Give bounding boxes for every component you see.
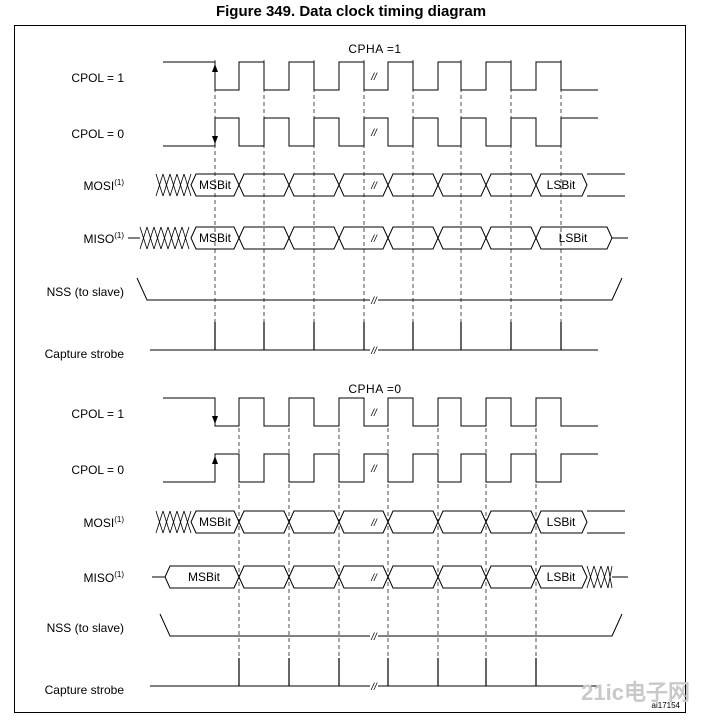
mosi-break-gap [370,515,378,529]
miso-label-text: MISO [84,232,115,246]
miso-break-gap [370,231,378,245]
miso-break-symbol: // [370,573,378,584]
cpol-0-clock-edge-arrow [212,456,218,464]
cpol-0-clock-waveform [163,117,598,147]
cpha-label: CPHA =1 [348,42,401,56]
miso-label-superscript: (1) [114,231,124,240]
mosi-label: MOSI(1) [84,515,125,530]
cpol-0-label: CPOL = 0 [71,463,124,477]
mosi-msbit-label: MSBit [199,515,232,529]
nss-break-gap [370,293,378,307]
figure-title: Figure 349. Data clock timing diagram [215,3,487,20]
mosi-break-symbol: // [370,518,378,529]
nss-label: NSS (to slave) [47,621,124,635]
cpol-0-label-text: CPOL = 0 [71,463,124,477]
mosi-break-symbol: // [370,181,378,192]
cpol-1-clock-break-gap [370,405,378,419]
cpol-1-label-text: CPOL = 1 [71,407,124,421]
mosi-undefined-hatch [155,173,192,197]
miso-undefined-hatch-tail [586,565,613,589]
nss-break-gap [370,629,378,643]
mosi-lsbit-label: LSBit [547,178,576,192]
cpol-0-clock-break-gap [370,125,378,139]
nss-label: NSS (to slave) [47,285,124,299]
nss-waveform [159,613,623,637]
miso-bus [190,226,613,250]
capture-strobe-label: Capture strobe [45,683,125,697]
mosi-msbit-label: MSBit [199,178,232,192]
mosi-lsbit-label: LSBit [547,515,576,529]
figure-reference-code: ai17154 [652,701,681,710]
miso-label: MISO(1) [84,570,125,585]
nss-break-symbol: // [370,296,378,307]
miso-label-text: MISO [84,571,115,585]
mosi-label: MOSI(1) [84,178,125,193]
nss-waveform [136,277,623,301]
cpol-0-clock-break-symbol: // [370,464,378,475]
miso-label: MISO(1) [84,231,125,246]
nss-break-symbol: // [370,632,378,643]
capture-strobe-break-symbol: // [370,346,378,357]
cpol-1-clock-break-gap [370,69,378,83]
mosi-label-superscript: (1) [114,178,124,187]
diagram-frame [14,25,686,713]
miso-label-superscript: (1) [114,570,124,579]
mosi-bus [190,173,625,197]
site-watermark: 21ic电子网 [581,680,690,705]
mosi-label-text: MOSI [84,179,115,193]
cpol-1-label-text: CPOL = 1 [71,71,124,85]
mosi-label-superscript: (1) [114,515,124,524]
capture-strobe-break-symbol: // [370,682,378,693]
cpol-1-clock-waveform [163,61,598,91]
cpol-0-label: CPOL = 0 [71,127,124,141]
cpha-label: CPHA =0 [348,382,401,396]
cpol-0-clock-break-gap [370,461,378,475]
mosi-label-text: MOSI [84,516,115,530]
miso-undefined-hatch [139,226,190,250]
capture-strobe-label-text: Capture strobe [45,683,125,697]
cpol-1-label: CPOL = 1 [71,407,124,421]
cpol-1-clock-edge-arrow [212,416,218,424]
capture-strobe-label-text: Capture strobe [45,347,125,361]
capture-strobe-break-gap [370,679,378,693]
cpol-0-clock-break-symbol: // [370,128,378,139]
mosi-break-gap [370,178,378,192]
capture-strobe-break-gap [370,343,378,357]
nss-label-text: NSS (to slave) [47,285,124,299]
miso-break-gap [370,570,378,584]
capture-strobe-label: Capture strobe [45,347,125,361]
miso-lsbit-label: LSBit [559,231,588,245]
cpol-0-clock-waveform [163,453,598,483]
cpol-1-clock-break-symbol: // [370,72,378,83]
cpol-1-clock-break-symbol: // [370,408,378,419]
cpol-1-label: CPOL = 1 [71,71,124,85]
miso-lsbit-label: LSBit [547,570,576,584]
miso-msbit-label: MSBit [188,570,221,584]
cpol-0-label-text: CPOL = 0 [71,127,124,141]
miso-break-symbol: // [370,234,378,245]
nss-label-text: NSS (to slave) [47,621,124,635]
cpol-1-clock-waveform [163,397,598,427]
mosi-undefined-hatch [155,510,192,534]
